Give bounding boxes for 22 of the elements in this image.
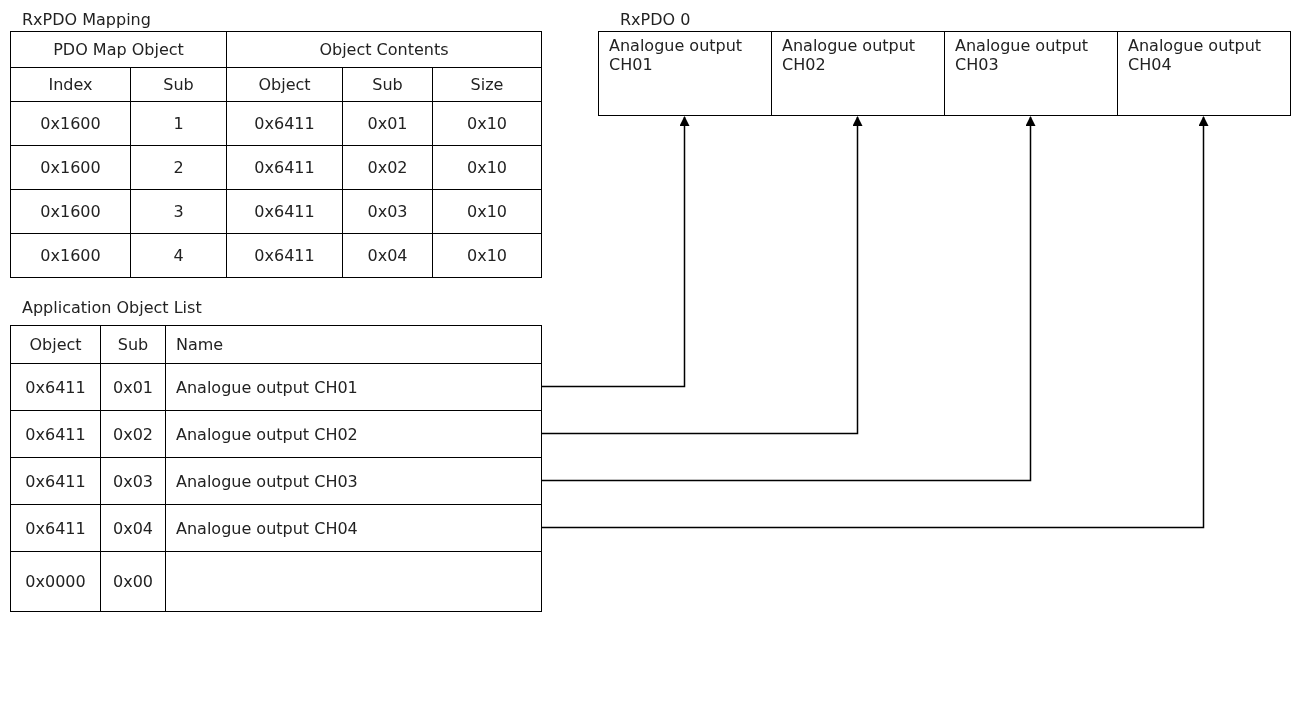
table-row [10,363,542,411]
register-slot: Analogue output CH01 [598,31,772,116]
data-value: 0x1600 [10,233,131,278]
table-row [10,504,542,552]
column-group-header: Object Contents [226,31,542,68]
table-row [10,410,542,458]
column-header: Name [165,325,542,364]
column-header: Object [10,325,101,364]
register-slot: Analogue output CH03 [944,31,1118,116]
register-slot: Analogue output CH02 [771,31,945,116]
arrow [541,116,690,388]
object-index: 0x0000 [10,551,101,612]
table-title: Application Object List [22,298,202,317]
register-slot: Analogue output CH04 [1117,31,1291,116]
column-group-header: PDO Map Object [10,31,227,68]
frame-title: RxPDO 0 [620,10,691,29]
data-value: 0x10 [432,233,542,278]
arrow [541,116,1036,482]
arrow [541,116,1209,529]
table-title: RxPDO Mapping [22,10,151,29]
arrow [541,116,863,435]
table-row [10,457,542,505]
